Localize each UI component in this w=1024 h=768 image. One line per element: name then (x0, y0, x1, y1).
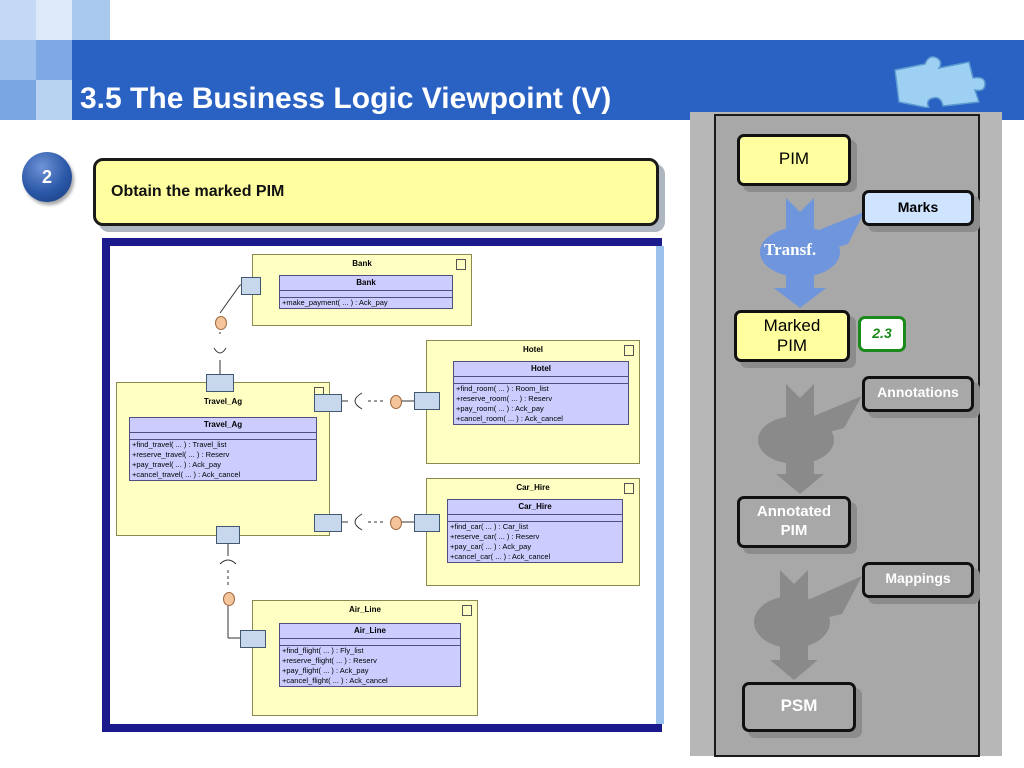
annotations-box: Annotations (862, 376, 974, 412)
component-car-hire: Car_Hire Car_Hire +find_car( ... ) : Car… (426, 478, 640, 586)
section-reference-badge: 2.3 (858, 316, 906, 352)
attribute-compartment (280, 291, 452, 298)
operation: +pay_flight( ... ) : Ack_pay (282, 666, 369, 675)
instruction-text: Obtain the marked PIM (111, 183, 285, 200)
operation: +cancel_flight( ... ) : Ack_cancel (282, 676, 388, 685)
header-square (0, 0, 36, 40)
class-box: Car_Hire +find_car( ... ) : Car_list +re… (447, 499, 623, 563)
operation: +reserve_room( ... ) : Reserv (456, 394, 553, 403)
component-icon (462, 605, 472, 616)
interface-ball (223, 592, 235, 606)
annotated-pim-label-line2: PIM (780, 522, 808, 539)
component-icon (624, 483, 634, 494)
header-square (0, 40, 36, 80)
operation: +pay_room( ... ) : Ack_pay (456, 404, 544, 413)
mappings-box: Mappings (862, 562, 974, 598)
component-name: Air_Line (348, 605, 381, 614)
class-name: Car_Hire (448, 500, 622, 515)
mappings-label: Mappings (885, 570, 951, 586)
section-reference-label: 2.3 (872, 325, 892, 341)
annotated-pim-label-line1: Annotated (756, 503, 832, 520)
component-icon (456, 259, 466, 270)
operation: +cancel_travel( ... ) : Ack_cancel (132, 470, 241, 479)
operation: +make_payment( ... ) : Ack_pay (282, 298, 388, 307)
attribute-compartment (280, 639, 460, 646)
attribute-compartment (448, 515, 622, 522)
header-square (36, 40, 72, 80)
attribute-compartment (454, 377, 628, 384)
annotated-pim-box: Annotated PIM (737, 496, 851, 548)
port (206, 374, 234, 392)
marked-pim-box: Marked PIM (734, 310, 850, 362)
component-name: Bank (352, 259, 372, 268)
slide-title: 3.5 The Business Logic Viewpoint (V) (80, 82, 612, 115)
class-name: Air_Line (280, 624, 460, 639)
marked-pim-label-line2: PIM (776, 336, 808, 355)
component-name: Car_Hire (516, 483, 550, 492)
marks-label: Marks (897, 199, 939, 215)
interface-ball (215, 316, 227, 330)
marks-box: Marks (862, 190, 974, 226)
class-name: Bank (280, 276, 452, 291)
title-band (0, 40, 1024, 120)
interface-ball (390, 516, 402, 530)
operation: +find_car( ... ) : Car_list (450, 522, 529, 531)
puzzle-icon (894, 56, 986, 108)
transformation-label: Transf. (764, 240, 817, 259)
operation: +cancel_room( ... ) : Ack_cancel (456, 414, 563, 423)
port (314, 514, 342, 532)
port (314, 394, 342, 412)
component-hotel: Hotel Hotel +find_room( ... ) : Room_lis… (426, 340, 640, 464)
psm-box: PSM (742, 682, 856, 732)
component-travel-ag: Travel_Ag Travel_Ag +find_travel( ... ) … (116, 382, 330, 536)
attribute-compartment (130, 433, 316, 440)
operation: +pay_car( ... ) : Ack_pay (450, 542, 532, 551)
operation: +reserve_car( ... ) : Reserv (450, 532, 540, 541)
class-box: Bank +make_payment( ... ) : Ack_pay (279, 275, 453, 309)
marked-pim-label-line1: Marked (763, 316, 821, 335)
class-name: Hotel (454, 362, 628, 377)
interface-ball (390, 395, 402, 409)
header-square (36, 80, 72, 120)
port (414, 392, 440, 410)
step-number-circle: 2 (22, 152, 72, 202)
class-box: Air_Line +find_flight( ... ) : Fly_list … (279, 623, 461, 687)
class-box: Travel_Ag +find_travel( ... ) : Travel_l… (129, 417, 317, 481)
component-icon (624, 345, 634, 356)
process-arrows (754, 198, 864, 680)
header-square (72, 0, 110, 40)
pim-box: PIM (737, 134, 851, 186)
class-name: Travel_Ag (130, 418, 316, 433)
operation: +pay_travel( ... ) : Ack_pay (132, 460, 222, 469)
diagram-frame: Bank Bank +make_payment( ... ) : Ack_pay… (102, 238, 664, 732)
operation: +reserve_travel( ... ) : Reserv (132, 450, 230, 459)
port (241, 277, 261, 295)
operation: +find_travel( ... ) : Travel_list (132, 440, 227, 449)
component-name: Travel_Ag (203, 397, 243, 406)
class-box: Hotel +find_room( ... ) : Room_list +res… (453, 361, 629, 425)
component-bank: Bank Bank +make_payment( ... ) : Ack_pay (252, 254, 472, 326)
component-air-line: Air_Line Air_Line +find_flight( ... ) : … (252, 600, 478, 716)
psm-label: PSM (780, 696, 818, 715)
annotations-label: Annotations (877, 384, 959, 400)
component-name: Hotel (523, 345, 543, 354)
header-square (0, 80, 36, 120)
operation: +find_room( ... ) : Room_list (456, 384, 549, 393)
instruction-note: Obtain the marked PIM (93, 158, 659, 226)
diagram-canvas: Bank Bank +make_payment( ... ) : Ack_pay… (110, 246, 664, 724)
pim-label: PIM (778, 149, 810, 168)
operation: +cancel_car( ... ) : Ack_cancel (450, 552, 551, 561)
operation: +reserve_flight( ... ) : Reserv (282, 656, 377, 665)
operation: +find_flight( ... ) : Fly_list (282, 646, 364, 655)
header-square (36, 0, 72, 40)
port (414, 514, 440, 532)
port (216, 526, 240, 544)
port (240, 630, 266, 648)
